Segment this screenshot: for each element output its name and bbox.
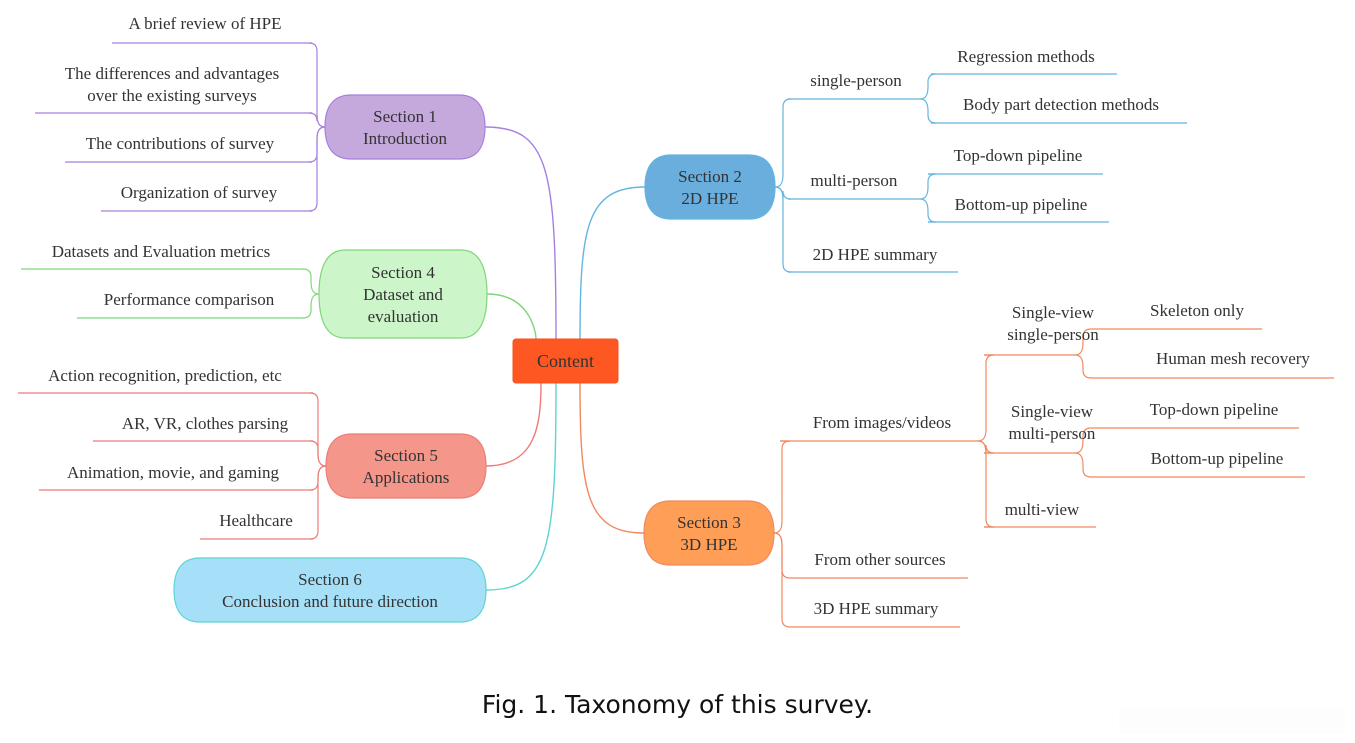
figure-caption: Fig. 1. Taxonomy of this survey. bbox=[481, 690, 874, 719]
topic-s2-0-0: Regression methods bbox=[957, 47, 1094, 66]
topic-s5-1: AR, VR, clothes parsing bbox=[122, 414, 289, 433]
edge-s1-child-3 bbox=[308, 126, 326, 212]
faint-background-block bbox=[1119, 707, 1345, 734]
edge-s2-child-0-0 bbox=[919, 73, 937, 100]
edge-root-to-s2 bbox=[579, 186, 646, 340]
topic-s3-2: 3D HPE summary bbox=[814, 599, 939, 618]
section-label-s6: Section 6 bbox=[298, 570, 362, 589]
topic-s3-0-1: multi-person bbox=[1009, 424, 1096, 443]
section-label-s4: Dataset and bbox=[363, 285, 443, 304]
edge-root-to-s1 bbox=[484, 126, 557, 340]
topic-s2-1: multi-person bbox=[811, 171, 898, 190]
topic-s1-2: The contributions of survey bbox=[86, 134, 275, 153]
topic-s1-1: over the existing surveys bbox=[87, 86, 257, 105]
topic-s3-0-1-1: Bottom-up pipeline bbox=[1151, 449, 1284, 468]
edge-s3-0-0 bbox=[977, 354, 995, 442]
topic-s3-0: From images/videos bbox=[813, 413, 951, 432]
section-label-s4: evaluation bbox=[368, 307, 439, 326]
edge-s3-0-0-0 bbox=[1074, 328, 1126, 356]
edge-s3-0-0-1 bbox=[1074, 354, 1126, 379]
topic-s1-1: The differences and advantages bbox=[65, 64, 279, 83]
section-label-s5: Section 5 bbox=[374, 446, 438, 465]
section-node-s3[interactable] bbox=[643, 500, 775, 566]
edge-s3-0-2 bbox=[977, 440, 995, 528]
section-label-s6: Conclusion and future direction bbox=[222, 592, 438, 611]
edge-s2-child-1-1 bbox=[919, 198, 937, 223]
edge-s3-child-2 bbox=[773, 532, 791, 628]
topic-s1-0: A brief review of HPE bbox=[129, 14, 282, 33]
section-label-s3: 3D HPE bbox=[680, 535, 737, 554]
edge-s2-child-0 bbox=[774, 98, 792, 188]
edge-root-to-s4 bbox=[486, 293, 537, 340]
edge-s3-0-1-0 bbox=[1074, 427, 1122, 454]
topic-s2-0-1: Body part detection methods bbox=[963, 95, 1159, 114]
section-label-s1: Introduction bbox=[363, 129, 448, 148]
section-label-s2: 2D HPE bbox=[681, 189, 738, 208]
edge-s4-child-1 bbox=[302, 293, 320, 319]
topic-s3-0-0-0: Skeleton only bbox=[1150, 301, 1244, 320]
topic-s3-0-1-0: Top-down pipeline bbox=[1150, 400, 1279, 419]
section-label-s5: Applications bbox=[363, 468, 450, 487]
topic-s4-0: Datasets and Evaluation metrics bbox=[52, 242, 271, 261]
topic-s2-1-1: Bottom-up pipeline bbox=[955, 195, 1088, 214]
edge-s1-child-0 bbox=[308, 42, 326, 128]
topic-s4-1: Performance comparison bbox=[104, 290, 275, 309]
topic-s3-0-0: single-person bbox=[1007, 325, 1099, 344]
edge-root-to-s6 bbox=[485, 382, 557, 591]
edge-s4-child-0 bbox=[302, 268, 320, 295]
connector-layer bbox=[18, 42, 1334, 628]
topic-s5-3: Healthcare bbox=[219, 511, 293, 530]
section-node-s2[interactable] bbox=[644, 154, 776, 220]
section-label-s1: Section 1 bbox=[373, 107, 437, 126]
edge-s3-child-0 bbox=[773, 440, 791, 534]
edge-root-to-s3 bbox=[579, 382, 645, 534]
root-node-label: Content bbox=[537, 351, 594, 371]
topic-s3-0-2: multi-view bbox=[1005, 500, 1080, 519]
section-node-s5[interactable] bbox=[325, 433, 487, 499]
topic-s3-0-0: Single-view bbox=[1012, 303, 1095, 322]
topic-s5-0: Action recognition, prediction, etc bbox=[48, 366, 282, 385]
edge-s3-0-1-1 bbox=[1074, 452, 1122, 478]
edge-root-to-s5 bbox=[485, 382, 542, 467]
section-label-s3: Section 3 bbox=[677, 513, 741, 532]
section-node-s4[interactable] bbox=[318, 249, 488, 339]
topic-s1-3: Organization of survey bbox=[121, 183, 278, 202]
node-layer: Content Section 1 Introduction A brief revi… bbox=[48, 14, 1310, 623]
edge-s1-child-1 bbox=[308, 112, 326, 128]
topic-s3-1: From other sources bbox=[814, 550, 945, 569]
topic-s3-0-1: Single-view bbox=[1011, 402, 1094, 421]
topic-s5-2: Animation, movie, and gaming bbox=[67, 463, 279, 482]
section-node-s6[interactable] bbox=[173, 557, 487, 623]
edge-s2-child-0-1 bbox=[919, 98, 937, 124]
edge-s2-child-2 bbox=[774, 186, 792, 273]
topic-s3-0-0-1: Human mesh recovery bbox=[1156, 349, 1310, 368]
topic-s2-2: 2D HPE summary bbox=[813, 245, 938, 264]
topic-s2-1-0: Top-down pipeline bbox=[954, 146, 1083, 165]
section-label-s4: Section 4 bbox=[371, 263, 435, 282]
section-node-s1[interactable] bbox=[324, 94, 486, 160]
edge-s2-child-1-0 bbox=[919, 173, 937, 200]
root-node-content[interactable] bbox=[512, 338, 619, 384]
edge-s5-child-3 bbox=[309, 465, 327, 540]
topic-s2-0: single-person bbox=[810, 71, 902, 90]
section-label-s2: Section 2 bbox=[678, 167, 742, 186]
